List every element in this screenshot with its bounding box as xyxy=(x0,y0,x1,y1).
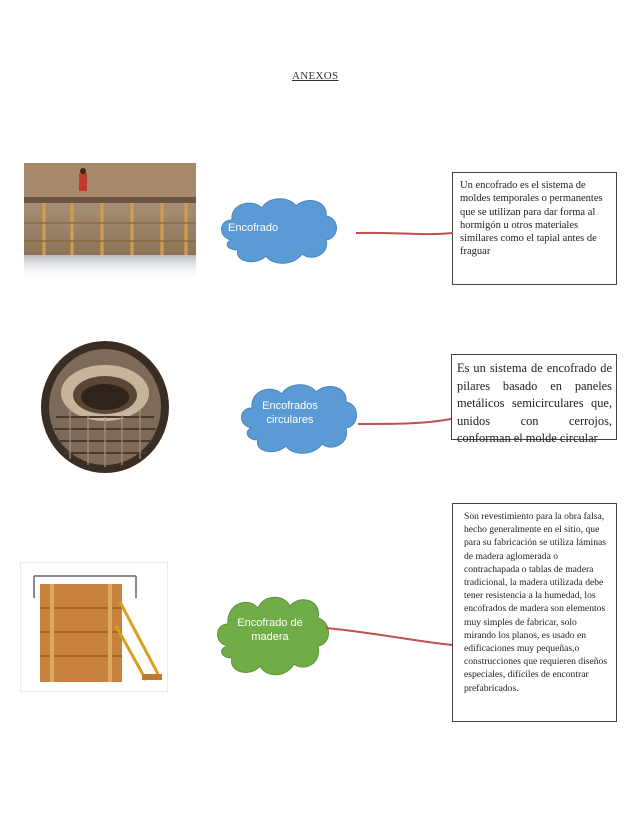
cloud-shape xyxy=(221,198,337,264)
definition-text: Es un sistema de encofrado de pilares ba… xyxy=(457,361,612,445)
connector-line xyxy=(357,418,452,425)
construction-formwork-photo xyxy=(24,163,196,281)
definition-text: Son revestimiento para la obra falsa, he… xyxy=(464,511,608,694)
connector-line xyxy=(325,627,453,646)
cloud-shape xyxy=(217,596,329,676)
page-title: ANEXOS xyxy=(292,70,339,82)
concept-cloud-encofrado xyxy=(221,198,337,264)
circular-formwork-photo xyxy=(40,337,170,473)
definition-box: Un encofrado es el sistema de moldes tem… xyxy=(452,172,617,285)
wooden-formwork-photo xyxy=(20,562,168,692)
definition-box: Es un sistema de encofrado de pilares ba… xyxy=(451,354,617,445)
definition-text: Un encofrado es el sistema de moldes tem… xyxy=(460,180,603,258)
concept-cloud-encofrados-circulares xyxy=(241,384,357,454)
cloud-shape xyxy=(241,384,357,454)
concept-cloud-encofrado-madera xyxy=(217,596,329,676)
connector-line xyxy=(355,231,454,236)
definition-box: Son revestimiento para la obra falsa, he… xyxy=(452,503,617,722)
concept-label: Encofrado xyxy=(228,222,279,234)
concept-label: Encofrados circulares xyxy=(262,400,318,426)
concept-label: Encofrado de madera xyxy=(237,617,303,643)
